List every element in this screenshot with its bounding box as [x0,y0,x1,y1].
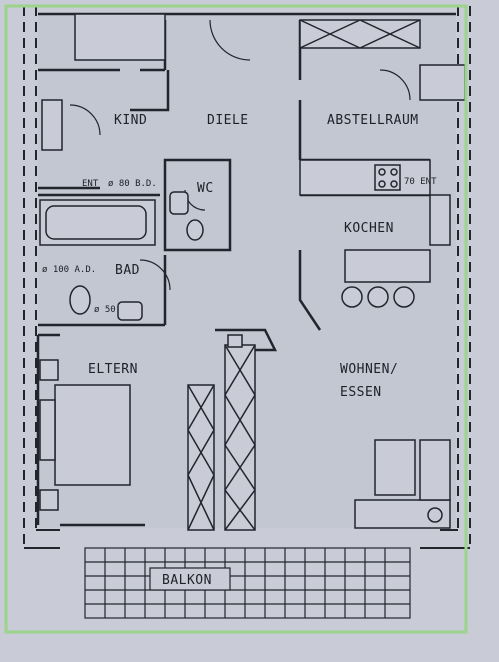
annotation-bd-size: ø 80 B.D. [108,179,157,189]
room-label-eltern: ELTERN [88,362,138,377]
living-furniture [354,439,451,529]
room-label-kochen: KOCHEN [344,221,394,236]
green-frame [4,4,468,634]
room-label-wohnen: WOHNEN/ [340,362,398,377]
room-fill [38,14,456,528]
annotation-ab-size: 70 ENT [404,177,437,187]
room-label-balkon: BALKON [162,573,212,588]
top-windows [74,13,421,61]
storage-shelf [419,64,466,101]
room-label-essen: ESSEN [340,385,382,400]
annotation-ad-size: ø 100 A.D. [42,265,96,275]
chimney-shafts [187,334,256,531]
room-label-diele: DIELE [207,113,249,128]
annotation-ent: ENT [82,179,99,189]
balcony [84,547,411,619]
bathtub [39,199,156,246]
room-label-wc: WC [197,181,214,196]
room-label-abstellraum: ABSTELLRAUM [327,113,419,128]
room-label-kind: KIND [114,113,147,128]
bad-fixtures [69,191,204,321]
eltern-furniture [39,359,131,511]
annotation-bd-small: ø 50 [94,305,116,315]
kind-wardrobe [41,99,63,151]
kitchen-counter [299,159,451,308]
room-label-bad: BAD [115,263,140,278]
